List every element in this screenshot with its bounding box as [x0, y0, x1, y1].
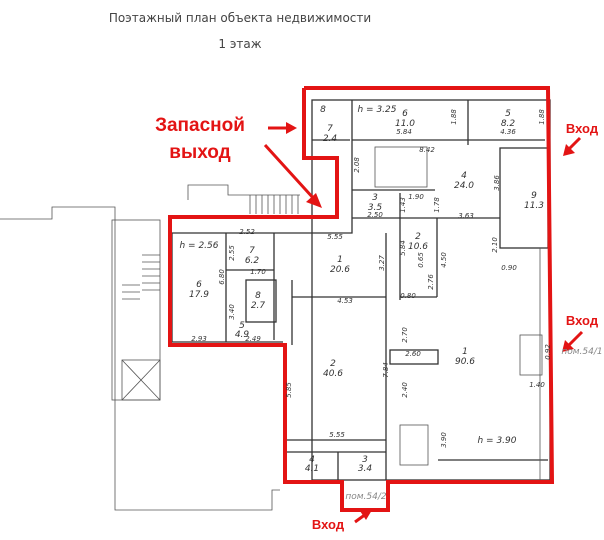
room-number: 6 [196, 280, 202, 290]
dimension: 7.84 [382, 362, 390, 378]
room-number: 4 [461, 171, 467, 181]
emergency-exit-label-2: выход [169, 142, 230, 163]
height-label: h = 2.56 [179, 241, 218, 251]
room-number: 2 [415, 232, 421, 242]
height-label: h = 3.90 [477, 436, 516, 446]
room-area: 2.4 [323, 134, 338, 144]
arrow-entrance-right [562, 330, 584, 352]
room-labels: 8 7 2.4 6 11.0 5 8.2 4 24.0 9 11.3 3 3.5… [189, 105, 544, 474]
room-area: 3.4 [358, 464, 373, 474]
dimension: 5.55 [329, 431, 345, 439]
dimension: 3.86 [493, 175, 501, 191]
room-number: 7 [249, 246, 255, 256]
dimension: 2.10 [491, 237, 499, 253]
room-number: 3 [362, 455, 368, 465]
dimension: 3.90 [440, 432, 448, 448]
room-number: 1 [462, 347, 468, 357]
dimension: 2.40 [401, 382, 409, 398]
dimension: 1.90 [408, 193, 424, 201]
arrow-entrance-bottom [354, 510, 372, 524]
dimension: 1.40 [529, 381, 545, 389]
dimension: 2.49 [245, 335, 261, 343]
floor-label: 1 этаж [218, 37, 261, 51]
dimension: 1.43 [399, 197, 407, 213]
room-number: 8 [255, 291, 261, 301]
entrance-label-right: Вход [566, 313, 599, 328]
premises-label-right: пом.54/1 [561, 347, 602, 357]
room-area: 11.0 [395, 119, 415, 129]
height-label: h = 3.25 [357, 105, 396, 115]
dimension: 8.42 [419, 146, 435, 154]
emergency-exit-label-1: Запасной [155, 115, 245, 136]
arrow-emergency-exit [263, 122, 322, 208]
neighbor-building [0, 184, 300, 511]
room-number: 6 [402, 109, 408, 119]
dimension: 1.88 [538, 109, 546, 125]
dimension: 3.27 [378, 255, 386, 271]
room-number: 9 [531, 191, 537, 201]
dimension: 6.80 [218, 269, 226, 285]
dimension: 5.84 [396, 128, 412, 136]
room-area: 8.2 [501, 119, 516, 129]
dimension: 2.52 [239, 228, 255, 236]
room-area: 24.0 [454, 181, 474, 191]
dimension-labels: 5.84 1.88 4.36 1.88 2.08 8.42 3.86 1.43 … [191, 109, 552, 448]
dimension: 2.93 [191, 335, 207, 343]
dimension: 0.90 [501, 264, 517, 272]
dimension: 4.53 [337, 297, 353, 305]
premises-outline [168, 86, 555, 512]
room-area: 4.1 [305, 464, 319, 474]
room-number: 7 [327, 124, 333, 134]
room-area: 17.9 [189, 290, 209, 300]
dimension: 4.36 [500, 128, 516, 136]
room-area: 6.2 [245, 256, 260, 266]
dimension: 0.80 [400, 292, 416, 300]
premises-label-bottom: пом.54/2 [345, 492, 387, 502]
plan-title: Поэтажный план объекта недвижимости [109, 11, 371, 25]
dimension: 3.63 [458, 212, 474, 220]
dimension: 4.50 [440, 252, 448, 268]
room-area: 20.6 [330, 265, 350, 275]
dimension: 5.84 [399, 240, 407, 256]
dimension: 2.60 [405, 350, 421, 358]
room-area: 3.5 [368, 203, 383, 213]
room-area: 10.6 [408, 242, 428, 252]
room-number: 5 [239, 321, 245, 331]
room-area: 40.6 [323, 369, 343, 379]
entrance-label-bottom: Вход [312, 517, 345, 532]
dimension: 2.55 [228, 245, 236, 261]
room-number: 1 [337, 255, 343, 265]
room-number: 2 [330, 359, 336, 369]
room-area: 2.7 [251, 301, 266, 311]
dimension: 2.76 [427, 274, 435, 290]
dimension: 0.65 [417, 252, 425, 268]
dimension: 3.40 [228, 304, 236, 320]
dimension: 2.70 [401, 327, 409, 343]
dimension: 2.50 [367, 211, 383, 219]
arrow-entrance-top [563, 136, 582, 156]
dimension: 2.08 [353, 157, 361, 173]
room-number: 4 [309, 455, 315, 465]
room-area: 11.3 [524, 201, 544, 211]
room-number: 3 [372, 193, 378, 203]
dimension: 5.85 [285, 382, 293, 398]
room-area: 4.9 [235, 330, 250, 340]
room-number: 5 [505, 109, 511, 119]
room-number: 8 [320, 105, 326, 115]
dimension: 1.88 [450, 109, 458, 125]
dimension: 0.92 [544, 344, 552, 360]
dimension: 1.78 [433, 197, 441, 213]
room-area: 90.6 [455, 357, 475, 367]
entrance-label-top: Вход [566, 121, 599, 136]
dimension: 5.55 [327, 233, 343, 241]
dimension: 1.70 [250, 268, 266, 276]
